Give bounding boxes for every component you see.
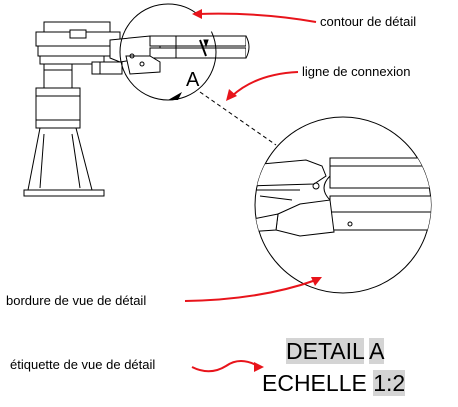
detail-view-content [255, 157, 431, 237]
label-scale: 1:2 [373, 370, 406, 396]
label-word-detail: DETAIL [286, 338, 364, 364]
label-word-scale: ECHELLE [262, 370, 367, 396]
callout-arrowheads [192, 9, 322, 372]
connection-callout-arrow [231, 71, 299, 97]
view-border-callout: bordure de vue de détail [6, 293, 147, 308]
contour-arrow-icon [168, 92, 182, 100]
detail-contour-callout: contour de détail [320, 14, 417, 29]
detail-letter: A [186, 69, 200, 91]
view-label-callout: étiquette de vue de détail [10, 357, 156, 372]
detail-view-label-line1: DETAIL A [286, 338, 385, 364]
border-callout-arrow [184, 279, 317, 302]
label-letter: A [369, 338, 385, 364]
contour-callout-arrow [197, 12, 317, 23]
label-callout-arrow [191, 360, 259, 373]
machine-part [23, 21, 250, 197]
connection-line-callout: ligne de connexion [302, 64, 411, 79]
connection-line [199, 91, 277, 146]
callout-arrows [184, 12, 317, 373]
detail-view-label-line2: ECHELLE 1:2 [262, 370, 406, 396]
